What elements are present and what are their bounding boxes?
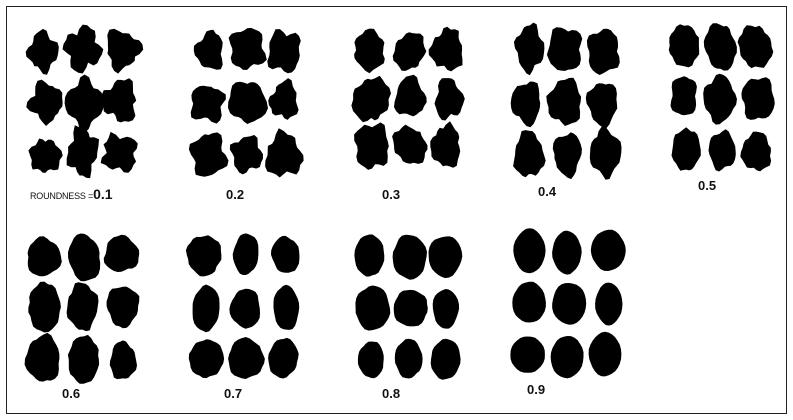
grain-0.5-4 xyxy=(671,76,697,115)
grain-0.4-4 xyxy=(511,82,541,128)
roundness-value-0.1: 0.1 xyxy=(93,186,112,202)
grain-0.7-1 xyxy=(186,235,222,276)
grain-0.8-6 xyxy=(433,289,459,329)
grain-0.5-3 xyxy=(738,25,774,68)
grain-0.8-1 xyxy=(354,235,384,277)
grain-0.3-8 xyxy=(392,125,427,164)
grain-0.7-2 xyxy=(233,233,259,275)
grain-0.4-8 xyxy=(553,132,582,179)
grain-0.4-9 xyxy=(590,127,622,180)
grain-0.2-8 xyxy=(230,135,263,174)
grain-0.1-7 xyxy=(28,139,62,173)
grain-0.7-3 xyxy=(271,236,299,273)
grain-0.4-1 xyxy=(514,23,545,76)
grain-0.6-1 xyxy=(28,236,62,276)
grain-0.5-8 xyxy=(709,129,736,171)
grain-0.6-8 xyxy=(68,335,99,384)
roundness-label-0.3: 0.3 xyxy=(382,187,400,202)
grain-0.9-1 xyxy=(513,228,545,273)
grain-0.2-2 xyxy=(229,28,267,70)
grain-0.4-6 xyxy=(586,83,618,128)
grain-0.8-2 xyxy=(393,235,427,280)
grain-0.3-9 xyxy=(430,121,460,167)
grain-0.4-2 xyxy=(547,27,582,71)
grain-0.7-8 xyxy=(228,337,265,379)
grain-0.1-6 xyxy=(102,78,137,122)
grain-0.8-5 xyxy=(394,290,428,327)
grain-0.1-3 xyxy=(107,29,143,74)
grain-0.2-7 xyxy=(189,132,229,176)
grain-0.1-1 xyxy=(26,29,59,75)
roundness-label-0.6: 0.6 xyxy=(62,386,80,401)
grain-0.4-3 xyxy=(587,29,620,75)
roundness-label-0.2: 0.2 xyxy=(226,187,244,202)
grain-0.3-1 xyxy=(354,29,385,74)
grain-0.6-2 xyxy=(68,234,100,282)
roundness-label-0.4: 0.4 xyxy=(538,184,556,199)
grain-0.5-1 xyxy=(669,24,699,67)
grain-0.3-6 xyxy=(435,78,465,120)
grain-0.2-3 xyxy=(267,29,301,73)
roundness-label-0.8: 0.8 xyxy=(382,386,400,401)
grain-0.3-2 xyxy=(393,32,427,71)
grain-0.9-2 xyxy=(552,231,582,275)
grain-0.8-9 xyxy=(431,339,461,380)
grain-0.2-5 xyxy=(228,82,268,124)
grain-0.6-9 xyxy=(110,340,137,379)
grain-0.7-9 xyxy=(268,338,299,379)
grain-0.1-2 xyxy=(63,25,104,74)
grain-0.7-7 xyxy=(189,339,224,378)
grain-0.6-5 xyxy=(67,282,99,331)
grain-0.9-8 xyxy=(551,336,584,378)
grain-0.9-3 xyxy=(591,230,626,271)
grain-0.5-6 xyxy=(741,77,774,120)
grain-0.8-7 xyxy=(358,342,384,379)
grain-0.9-4 xyxy=(512,282,546,323)
grain-0.9-9 xyxy=(589,332,622,377)
grain-0.9-6 xyxy=(595,283,622,326)
grain-0.2-1 xyxy=(194,30,223,70)
grain-0.1-5 xyxy=(65,75,105,134)
roundness-label-0.9: 0.9 xyxy=(527,382,545,397)
grain-0.8-4 xyxy=(355,286,390,331)
roundness-label-0.7: 0.7 xyxy=(224,386,242,401)
grain-0.3-5 xyxy=(394,75,427,117)
grain-0.3-3 xyxy=(429,27,463,72)
grain-0.8-8 xyxy=(395,339,423,379)
grain-0.1-8 xyxy=(67,125,99,178)
grain-0.2-9 xyxy=(265,128,304,177)
grain-0.7-6 xyxy=(274,285,300,330)
grain-0.4-5 xyxy=(546,78,581,126)
grain-0.2-4 xyxy=(191,86,226,124)
roundness-label-0.5: 0.5 xyxy=(698,178,716,193)
grain-0.3-7 xyxy=(354,122,389,169)
grain-0.5-5 xyxy=(703,74,737,125)
grain-0.7-5 xyxy=(229,289,260,329)
grain-0.5-9 xyxy=(740,132,771,172)
grain-0.4-7 xyxy=(513,130,546,177)
roundness-label-0.1: ROUNDNESS =0.1 xyxy=(30,186,113,202)
grain-0.6-4 xyxy=(28,282,61,333)
grain-0.6-3 xyxy=(104,235,140,272)
grain-0.9-7 xyxy=(510,337,545,373)
grain-0.5-2 xyxy=(704,23,737,70)
grain-0.2-6 xyxy=(268,78,298,120)
grain-0.7-4 xyxy=(193,285,220,333)
grain-0.5-7 xyxy=(672,127,701,170)
grain-0.1-4 xyxy=(26,80,62,126)
grain-0.6-7 xyxy=(25,333,60,382)
roundness-caption: ROUNDNESS = xyxy=(30,191,93,201)
grain-0.9-5 xyxy=(552,283,586,325)
grain-0.8-3 xyxy=(429,236,463,278)
grain-0.1-9 xyxy=(101,132,138,173)
grain-0.3-4 xyxy=(351,76,391,123)
grain-0.6-6 xyxy=(107,287,140,329)
